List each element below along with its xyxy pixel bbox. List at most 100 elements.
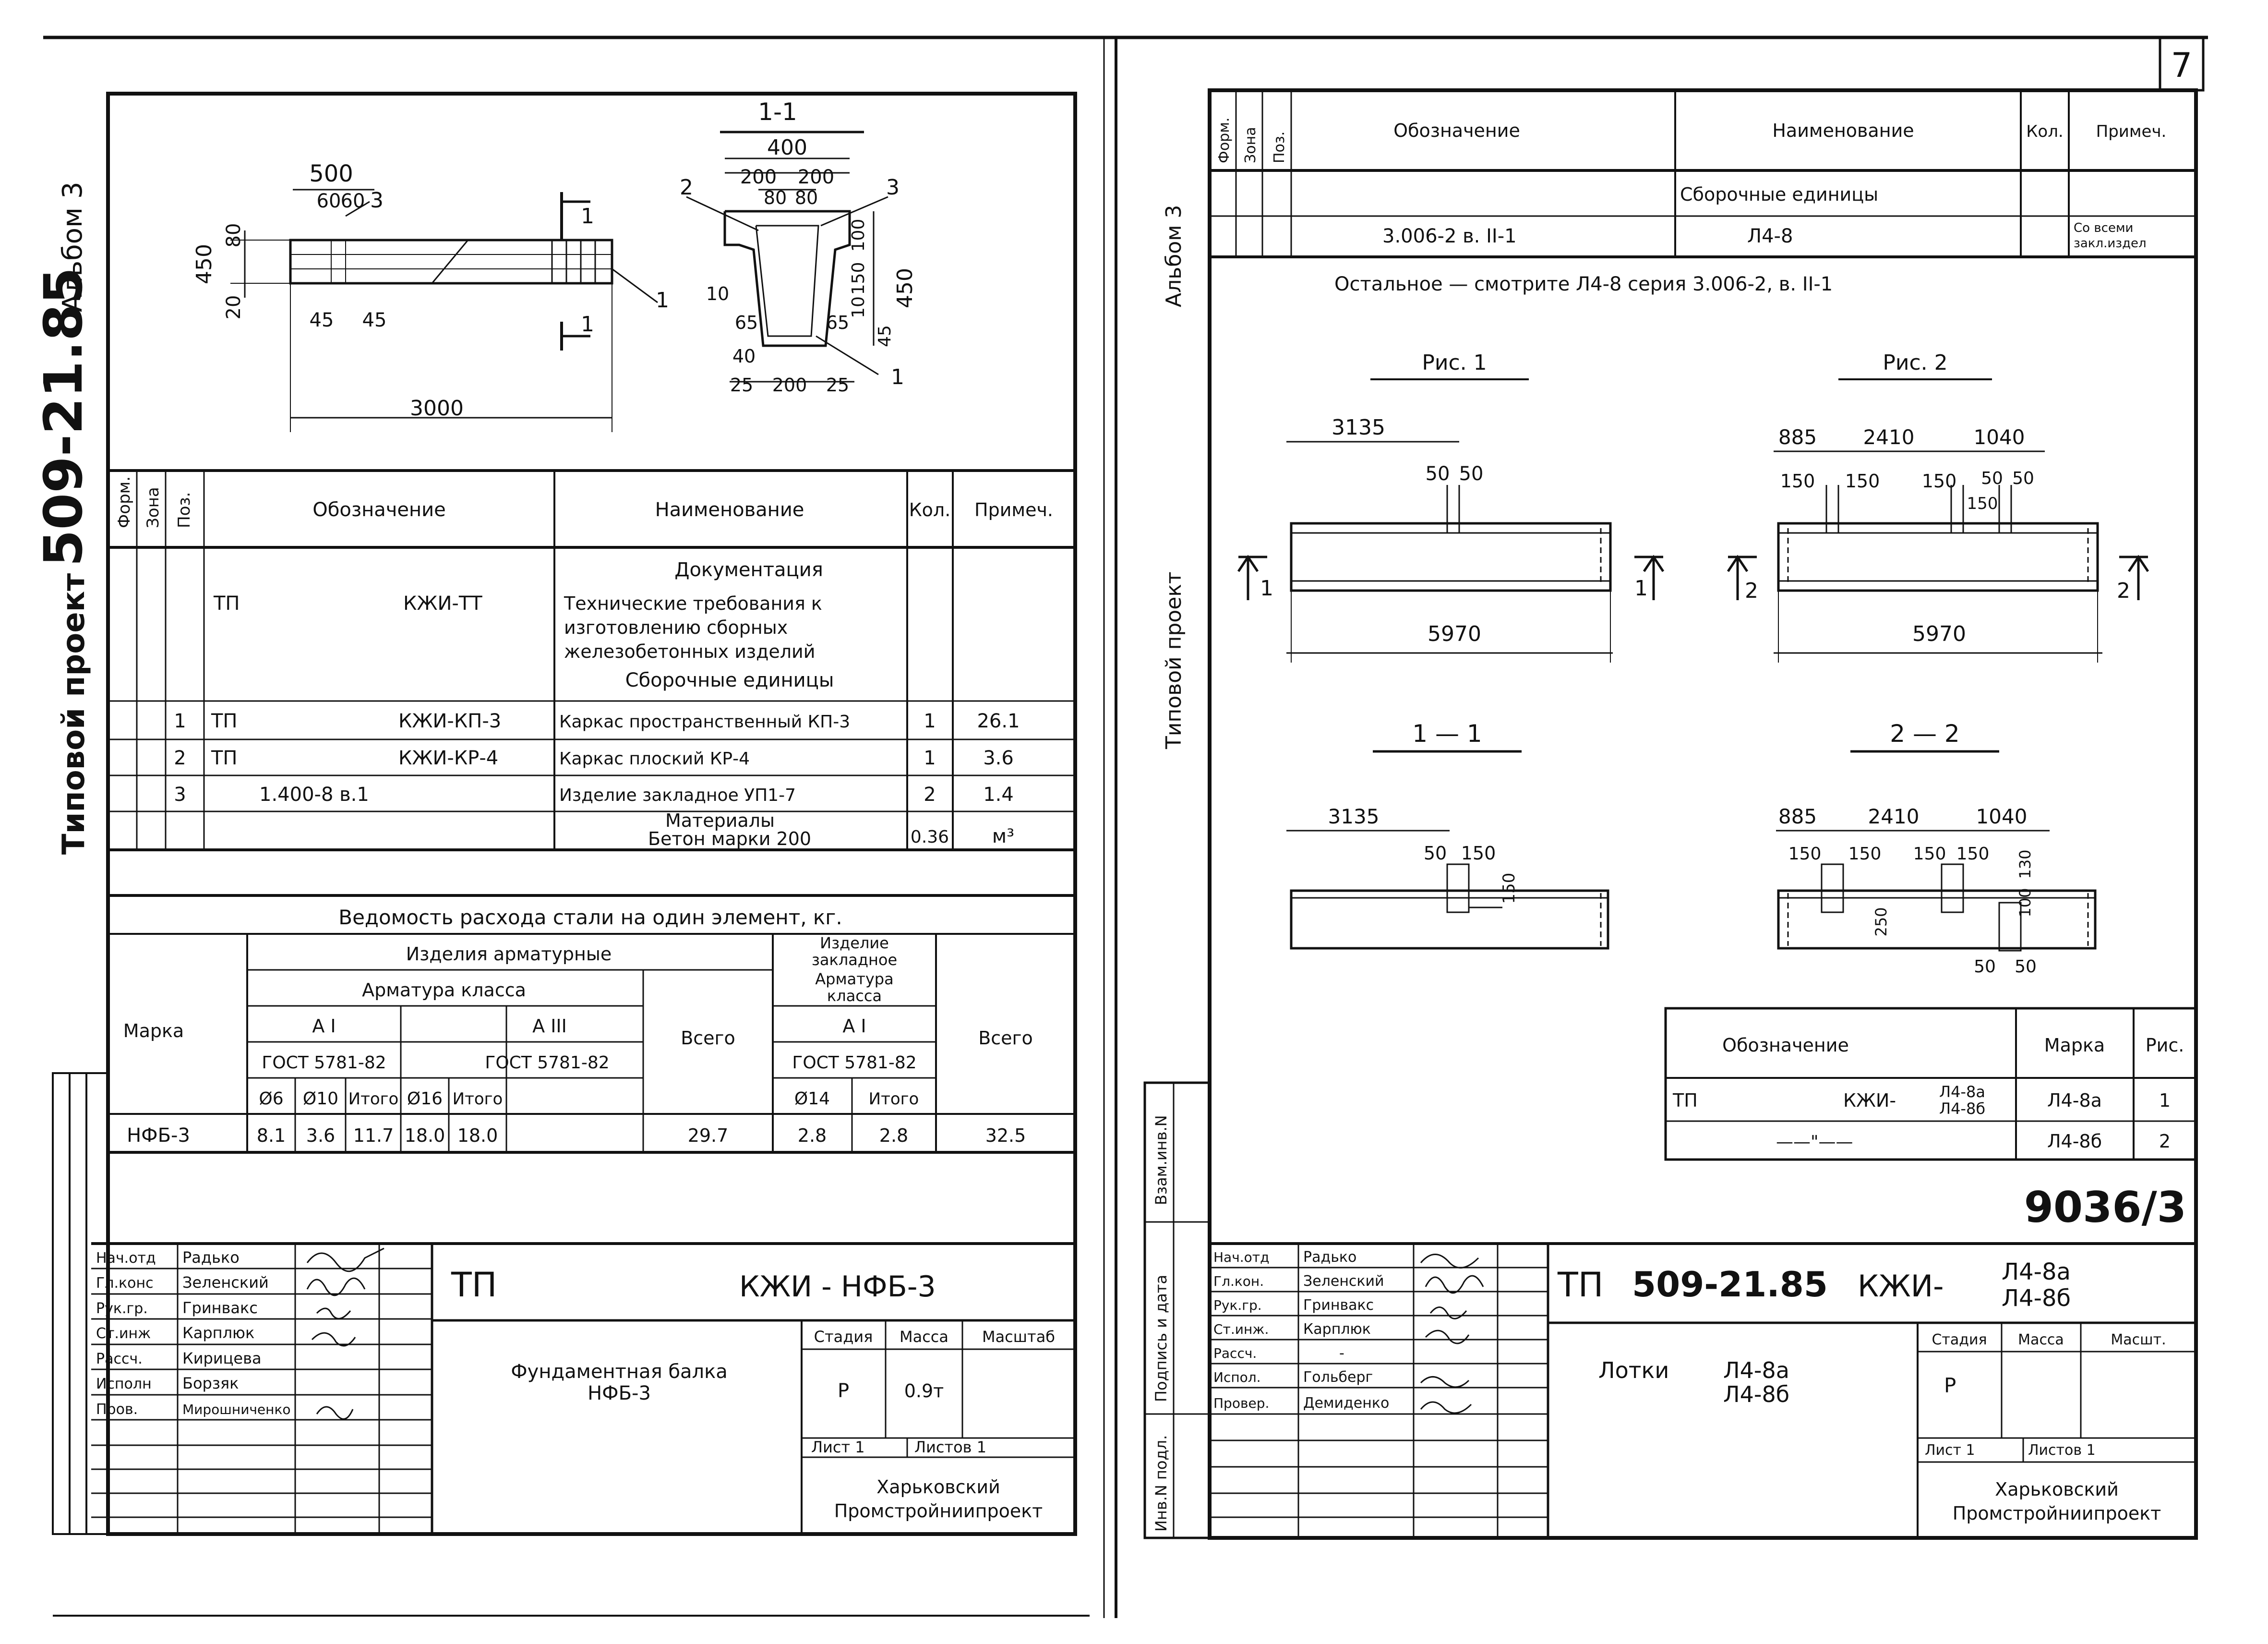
marks-row1-code3a: Л4-8а (1939, 1083, 1985, 1101)
steel-col-total-a1: Итого (348, 1089, 399, 1109)
rstamp-org-1: Харьковский (1995, 1479, 2119, 1500)
fig2-dim-885: 885 (1778, 425, 1817, 449)
spec-materials-unit: м³ (992, 825, 1014, 847)
fig1-dim-50a: 50 (1426, 463, 1450, 485)
spec-row3-name: Изделие закладное УП1-7 (559, 786, 796, 805)
sec1-dim-3135: 3135 (1328, 805, 1380, 828)
steel-h-a3: А III (532, 1015, 567, 1037)
rstamp-name-5: - (1339, 1345, 1344, 1362)
rstamp-code-num: 509-21.85 (1632, 1264, 1828, 1305)
trough-section-drawing (686, 157, 888, 383)
sec2-title: 2 — 2 (1890, 720, 1959, 748)
sec-dim-200a: 200 (740, 166, 777, 188)
cut-mark-top: 1 (581, 204, 594, 229)
stamp-role-6: Исполн (96, 1376, 152, 1392)
marks-row1-code1: ТП (1672, 1090, 1698, 1111)
sec2-dim-885: 885 (1778, 805, 1817, 828)
steel-h-embed-class-1: Арматура (815, 970, 893, 988)
spec-h-name: Наименование (655, 499, 804, 521)
rstamp-sheets: Листов 1 (2028, 1442, 2096, 1459)
fig2-drawing (1727, 450, 2149, 663)
rspec-row-note-1: Со всеми (2074, 221, 2133, 235)
page-number: 7 (2171, 46, 2193, 85)
spec-row2-qty: 1 (924, 747, 936, 769)
spec-row1-note: 26.1 (977, 710, 1020, 732)
sec1-drawing (1286, 830, 1609, 950)
stamp-name-1: Радько (182, 1248, 240, 1267)
steel-row-total-a3: 18.0 (457, 1125, 498, 1146)
marks-row1-code3b: Л4-8б (1939, 1100, 1985, 1118)
marks-h-designation: Обозначение (1722, 1035, 1849, 1056)
stamp-stage: Р (838, 1380, 849, 1402)
left-side-strips (52, 1072, 109, 1535)
steel-h-total2: Всего (978, 1028, 1033, 1049)
dim-45a: 45 (310, 309, 334, 331)
cut-mark-bottom: 1 (581, 312, 594, 337)
left-side-code: 509-21.85 (33, 267, 94, 567)
rspec-h-pos: Поз. (1271, 132, 1288, 163)
spec-row3-qty: 2 (924, 784, 936, 806)
spec-row2-code1: ТП (211, 747, 238, 769)
left-spec-grid (108, 469, 1075, 897)
sec1-dim-50: 50 (1424, 843, 1447, 864)
spec-row2-code2: КЖИ-КР-4 (398, 747, 498, 769)
spec-row3-pos: 3 (174, 784, 186, 806)
fig2-dim-1040: 1040 (1974, 425, 2025, 449)
rstamp-name-1: Радько (1303, 1249, 1356, 1266)
sec-dim-80b: 80 (795, 187, 818, 208)
steel-row-d6: 8.1 (257, 1125, 286, 1146)
steel-row-d10: 3.6 (306, 1125, 335, 1146)
stamp-role-2: Гл.конс (96, 1275, 154, 1292)
stamp-sheet: Лист 1 (811, 1438, 865, 1456)
steel-h-total1: Всего (681, 1028, 735, 1049)
rstamp-org-2: Промстройниипроект (1953, 1503, 2161, 1524)
sec2-dim-1040: 1040 (1976, 805, 2028, 828)
left-stamp-grid (91, 1242, 1075, 1534)
marks-row2-ditto: ——"—— (1776, 1132, 1853, 1152)
steel-col-d6: Ø6 (259, 1089, 283, 1109)
fig1-title: Рис. 1 (1422, 351, 1487, 375)
stamp-h-stage: Стадия (814, 1328, 873, 1346)
rstamp-title-3: Л4-8б (1723, 1381, 1789, 1407)
sec2-dim-150b: 150 (1848, 844, 1882, 864)
rstamp-name-7: Демиденко (1303, 1395, 1389, 1412)
sec-dim-100: 100 (849, 219, 868, 252)
stamp-name-4: Карплюк (182, 1324, 254, 1342)
stamp-code-tp: ТП (451, 1265, 497, 1305)
rstamp-stage: Р (1944, 1374, 1956, 1397)
dim-80: 80 (223, 223, 245, 248)
spec-h-note: Примеч. (974, 499, 1053, 520)
stamp-role-7: Пров. (96, 1401, 138, 1418)
fig2-mark-right: 2 (2117, 579, 2130, 603)
spec-doc-name-2: изготовлению сборных (564, 617, 788, 638)
rstamp-role-7: Провер. (1213, 1395, 1269, 1411)
spec-materials-title: Материалы (665, 810, 775, 831)
steel-col-d14: Ø14 (794, 1089, 830, 1109)
spec-row1-code1: ТП (211, 710, 238, 732)
right-side-label-1: Взам.инв.N (1152, 1115, 1170, 1205)
sec1-dim-150v: 150 (1500, 873, 1519, 904)
stamp-org-1: Харьковский (876, 1476, 1000, 1498)
steel-h-gost1: ГОСТ 5781-82 (262, 1053, 386, 1073)
rstamp-h-scale: Масшт. (2111, 1331, 2166, 1348)
sec-dim-65a: 65 (735, 312, 758, 333)
sec2-drawing (1776, 830, 2097, 952)
steel-h-marka: Марка (123, 1020, 184, 1041)
archive-number: 9036/3 (2024, 1183, 2186, 1232)
spec-row2-name: Каркас плоский КР-4 (559, 749, 750, 769)
stamp-name-2: Зеленский (182, 1273, 269, 1292)
steel-row-total1: 29.7 (688, 1125, 729, 1146)
stamp-title-1: Фундаментная балка (511, 1361, 728, 1383)
fig2-mark-left: 2 (1745, 579, 1758, 603)
steel-title: Ведомость расхода стали на один элемент,… (338, 906, 842, 929)
rstamp-title-2: Л4-8а (1723, 1357, 1789, 1383)
spec-row1-qty: 1 (924, 710, 936, 732)
right-sheet-frame (1208, 88, 2198, 1540)
sec2-dim-250: 250 (1872, 907, 1890, 936)
steel-row-total-a1: 11.7 (353, 1125, 394, 1146)
left-sheet-frame (106, 92, 1077, 1536)
rspec-h-note: Примеч. (2096, 122, 2167, 141)
stamp-role-1: Нач.отд (96, 1250, 156, 1267)
rspec-row-note-2: закл.издел (2074, 236, 2147, 251)
rstamp-role-6: Испол. (1213, 1369, 1261, 1385)
